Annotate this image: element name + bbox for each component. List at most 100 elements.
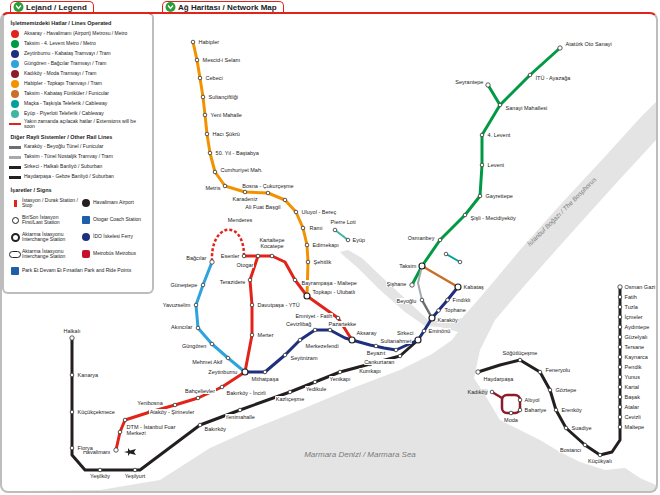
station-dot [618, 385, 622, 389]
station-dot [618, 405, 622, 409]
station-label: Kartaltepe Kocatepe [254, 237, 289, 250]
station-dot [328, 328, 332, 332]
legend-swatch [9, 123, 21, 125]
station-label: Merter [257, 332, 274, 338]
station-dot [226, 356, 230, 360]
station-dot [415, 337, 421, 343]
station-dot [618, 395, 622, 399]
station-dot [618, 315, 622, 319]
station-label: Sanayi Mahallesi [505, 105, 548, 111]
station-dot [288, 390, 292, 394]
station-label: Başak [624, 394, 640, 400]
station-dot [306, 260, 310, 264]
station-dot [480, 133, 484, 137]
station-label: Davutpaşa - YTÜ [257, 302, 300, 308]
station-dot [490, 390, 494, 394]
legend-text: Zeytinburnu - Kabataş Tramvayı / Tram [24, 51, 148, 57]
station-dot [394, 348, 398, 352]
station-dot [223, 184, 227, 188]
station-label: Bosna - Çukurçeşme [242, 183, 295, 189]
station-dot [313, 380, 317, 384]
station-dot [123, 418, 127, 422]
station-label: Fındıklı [452, 297, 471, 303]
station-dot [336, 316, 340, 320]
airport-icon [124, 448, 136, 456]
station-label: Fatih [624, 294, 637, 300]
legend-swatch [11, 90, 19, 98]
station-label: Bakırköy - İncirli [226, 390, 266, 396]
tab-icon-arrow [168, 6, 173, 9]
station-label: Bahariye [524, 407, 547, 413]
station-dot [518, 358, 522, 362]
station-label: Gayrettepe [485, 193, 513, 199]
legend-swatch [11, 110, 19, 118]
station-dot [518, 408, 522, 412]
legend-text: Yakın zamanda açılacak hatlar / Extensio… [24, 119, 148, 130]
station-label: Yeni Mahalle [210, 112, 242, 118]
metro-m2 [412, 48, 560, 285]
station-dot [618, 325, 622, 329]
cableway-eyup [335, 230, 348, 240]
station-label: Yenimahalle [225, 414, 256, 420]
station-dot [305, 243, 309, 247]
funicular [422, 266, 458, 287]
legend-swatch [82, 216, 90, 224]
station-label: Yenibosna [137, 400, 164, 406]
legend-swatch [14, 200, 17, 207]
station-label: Kumkapı [359, 368, 382, 374]
legend-text: Aktarma İstasyonu Interchange Station [22, 232, 80, 243]
metro-m1 [244, 256, 352, 340]
legend-text: Taksim - 4. Levent Metro / Metro [24, 41, 148, 47]
station-dot [538, 370, 542, 374]
nostalgic-tram [418, 266, 422, 300]
station-dot [618, 375, 622, 379]
station-dot [242, 254, 246, 258]
station-label: Topkapı - Ulubatlı [312, 289, 356, 295]
station-dot [455, 284, 461, 290]
legend-swatch [11, 60, 19, 68]
station-dot [201, 283, 205, 287]
legend-text: Sirkeci - Halkalı Banliyö / Suburban [24, 164, 148, 170]
station-dot [70, 336, 74, 340]
station-label: Atalar [624, 404, 640, 410]
station-label: Güzelyalı [624, 334, 648, 340]
station-label: Metris [205, 185, 221, 191]
station-label: Levent [487, 162, 505, 168]
legend-text: Aktarma İstasyonu Interchange Station [22, 249, 80, 260]
station-dot [333, 228, 337, 232]
legend-text: Maçka - Taşkışla Teleferik / Cableway [24, 101, 148, 107]
station-label: Terazidere [219, 279, 246, 285]
station-label: Zeytinburnu [208, 369, 238, 375]
legend-swatch [11, 267, 19, 275]
station-dot [618, 305, 622, 309]
water-label: Marmara Denizi / Marmara Sea [304, 450, 417, 459]
station-label: Ali Fuat Başgil [245, 204, 281, 210]
station-label: Güneştepe [170, 282, 198, 288]
legend-swatch [11, 50, 19, 58]
panel-heading: Ağ Haritası / Network Map [162, 1, 284, 13]
station-dot [213, 170, 217, 174]
station-dot [98, 468, 102, 472]
legend-swatch [11, 233, 20, 242]
station-dot [554, 408, 558, 412]
station-label: 50. Yıl - Baştabya [215, 150, 260, 156]
tram-kabatas [245, 287, 458, 372]
station-dot [114, 448, 118, 452]
station-label: Edirnekapı [312, 242, 339, 248]
station-label: Florya [77, 445, 93, 451]
metro-m1-branch [116, 256, 258, 450]
legend-text: Taksim - Tünel Nostaljik Tramvay / Tram [24, 154, 148, 160]
station-label: Esenler [220, 253, 240, 259]
station-dot [564, 426, 568, 430]
station-label: Pazartekke [328, 321, 357, 327]
station-label: Cumhuriyet Mah. [220, 167, 263, 173]
station-label: Seyitnizam [290, 355, 318, 361]
station-label: Güngören [181, 343, 207, 349]
station-dot [618, 355, 622, 359]
station-label: Eyüp [352, 237, 366, 243]
station-label: Atatürk Oto Sanayi [565, 41, 612, 47]
legend-swatch [11, 100, 19, 108]
station-label: Şişli - Mecidiyeköy [470, 215, 516, 221]
station-label: Merkezefendi [305, 343, 339, 349]
station-dot [270, 254, 274, 258]
